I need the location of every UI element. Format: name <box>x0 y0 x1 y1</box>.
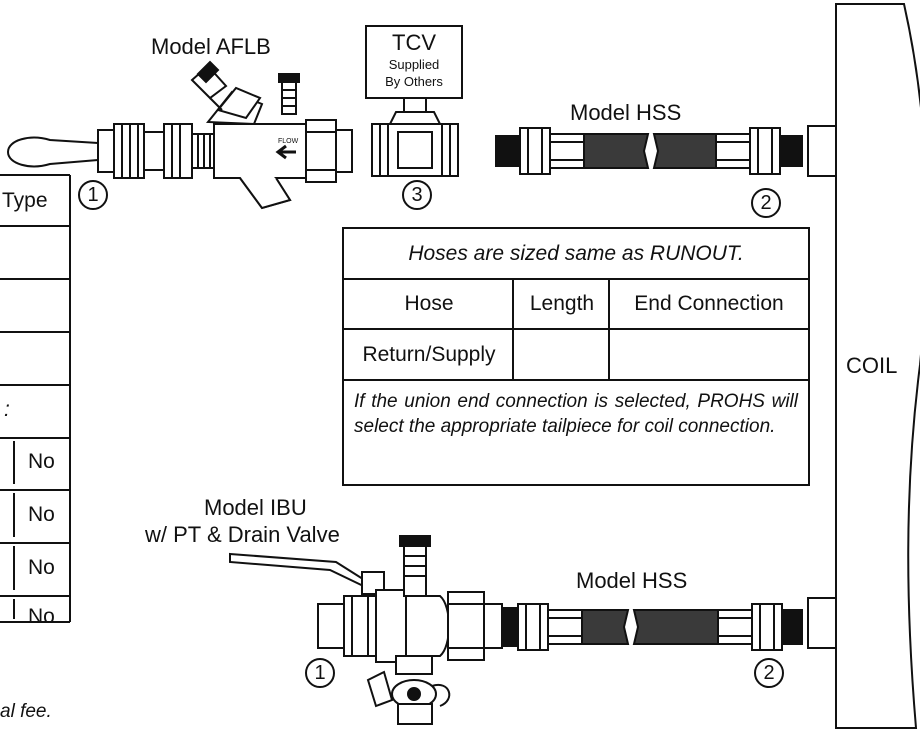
callout-hss-top: 2 <box>760 192 772 214</box>
hss-top-label: Model HSS <box>570 100 682 125</box>
callout-circle-aflb <box>78 180 108 210</box>
hose-table-data-row: Return/Supply <box>344 330 808 381</box>
left-table-no-2: No <box>28 503 55 526</box>
hose-header-end-connection: End Connection <box>634 292 784 315</box>
tcv-supplied-text: Supplied <box>388 57 440 72</box>
hose-cell-hose: Return/Supply <box>362 342 496 366</box>
left-footnote: al fee. <box>0 701 52 722</box>
hose-table: Hoses are sized same as RUNOUT. Hose Len… <box>342 227 810 486</box>
hose-header-hose: Hose <box>404 292 454 315</box>
hose-table-header-row: Hose Length End Connection <box>344 280 808 330</box>
callout-ibu: 1 <box>314 662 326 684</box>
left-table-colon: : <box>4 398 10 421</box>
tcv-title: TCV <box>392 30 436 55</box>
ibu-subtitle: w/ PT & Drain Valve <box>145 522 340 547</box>
hss-bottom-label: Model HSS <box>576 568 688 593</box>
tcv-by-others-text: By Others <box>385 74 443 89</box>
hose-cell-length <box>514 330 610 379</box>
callout-aflb: 1 <box>87 184 99 206</box>
callout-hss-bottom: 2 <box>763 662 775 684</box>
hose-table-title-row: Hoses are sized same as RUNOUT. <box>344 229 808 280</box>
callout-circle-ibu <box>305 658 335 688</box>
flow-marking: FLOW <box>278 138 299 145</box>
left-table-lines <box>0 174 71 623</box>
callout-tcv: 3 <box>411 184 423 206</box>
callout-circle-hss-bottom <box>754 658 784 688</box>
aflb-valve-drawing <box>6 60 353 210</box>
callout-circle-tcv <box>402 180 432 210</box>
hss-hose-bottom-drawing <box>501 603 803 651</box>
left-table-type-header: Type <box>2 189 48 212</box>
left-table-no-1: No <box>28 450 55 473</box>
hose-cell-end-connection <box>610 330 808 379</box>
coil-label: COIL <box>846 353 898 378</box>
hose-header-length: Length <box>529 292 595 315</box>
ibu-valve-drawing <box>229 535 503 725</box>
left-table-no-4: No <box>28 605 55 628</box>
hose-table-note: If the union end connection is selected,… <box>354 391 798 437</box>
ibu-label: Model IBU <box>204 495 307 520</box>
tcv-valve-drawing <box>365 25 463 177</box>
hss-hose-top-drawing <box>495 127 803 175</box>
callout-circle-hss-top <box>751 188 781 218</box>
hose-table-title: Hoses are sized same as RUNOUT. <box>408 241 744 265</box>
left-table-no-3: No <box>28 556 55 579</box>
aflb-label: Model AFLB <box>151 34 271 59</box>
